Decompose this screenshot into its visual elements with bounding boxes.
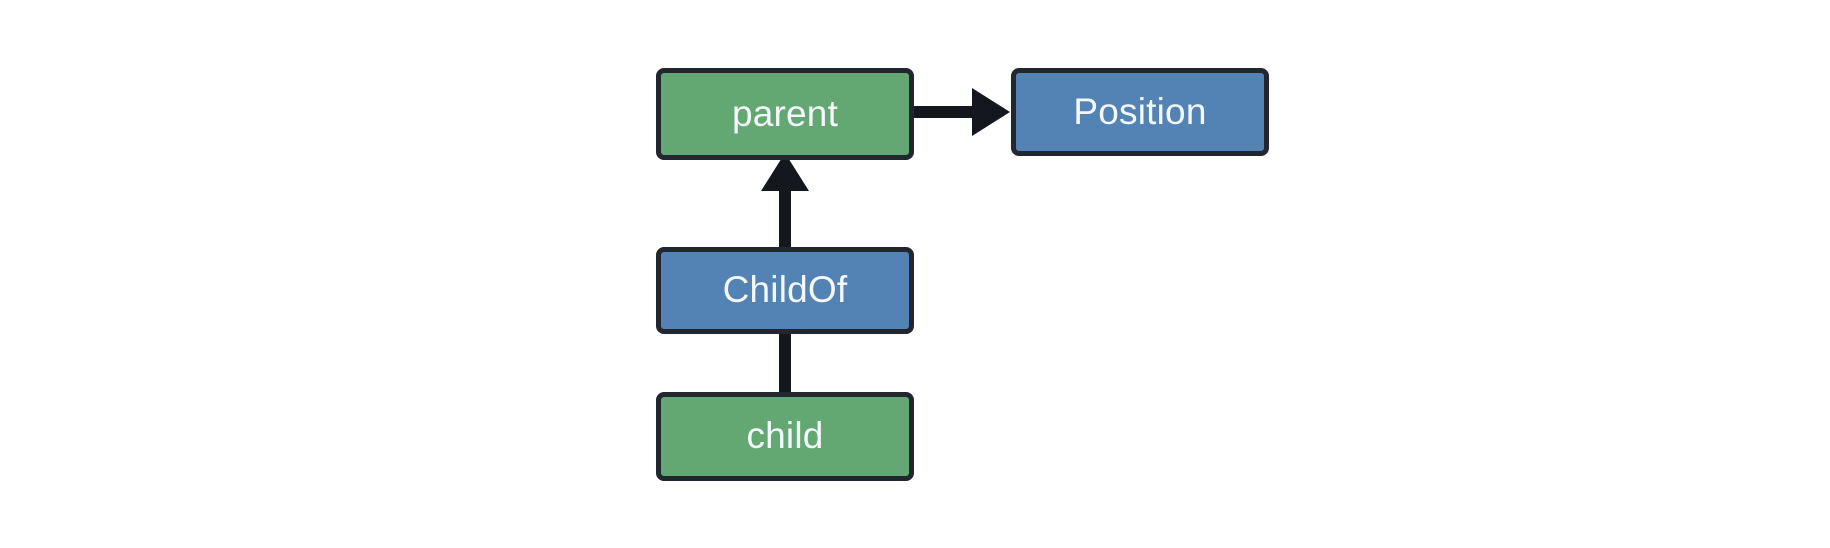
node-childof[interactable]: ChildOf	[656, 247, 914, 334]
edge-childof-to-parent-arrowhead	[761, 153, 809, 191]
node-position-label: Position	[1073, 90, 1207, 132]
node-parent[interactable]: parent	[656, 68, 914, 160]
edge-childof-to-parent	[761, 153, 809, 247]
node-childof-label: ChildOf	[722, 269, 848, 310]
edge-parent-to-position-arrowhead	[972, 88, 1010, 136]
edge-parent-to-position	[913, 88, 1010, 136]
node-child[interactable]: child	[656, 392, 914, 481]
node-child-label: child	[746, 415, 824, 456]
node-parent-label: parent	[731, 92, 839, 134]
node-position[interactable]: Position	[1011, 68, 1269, 156]
